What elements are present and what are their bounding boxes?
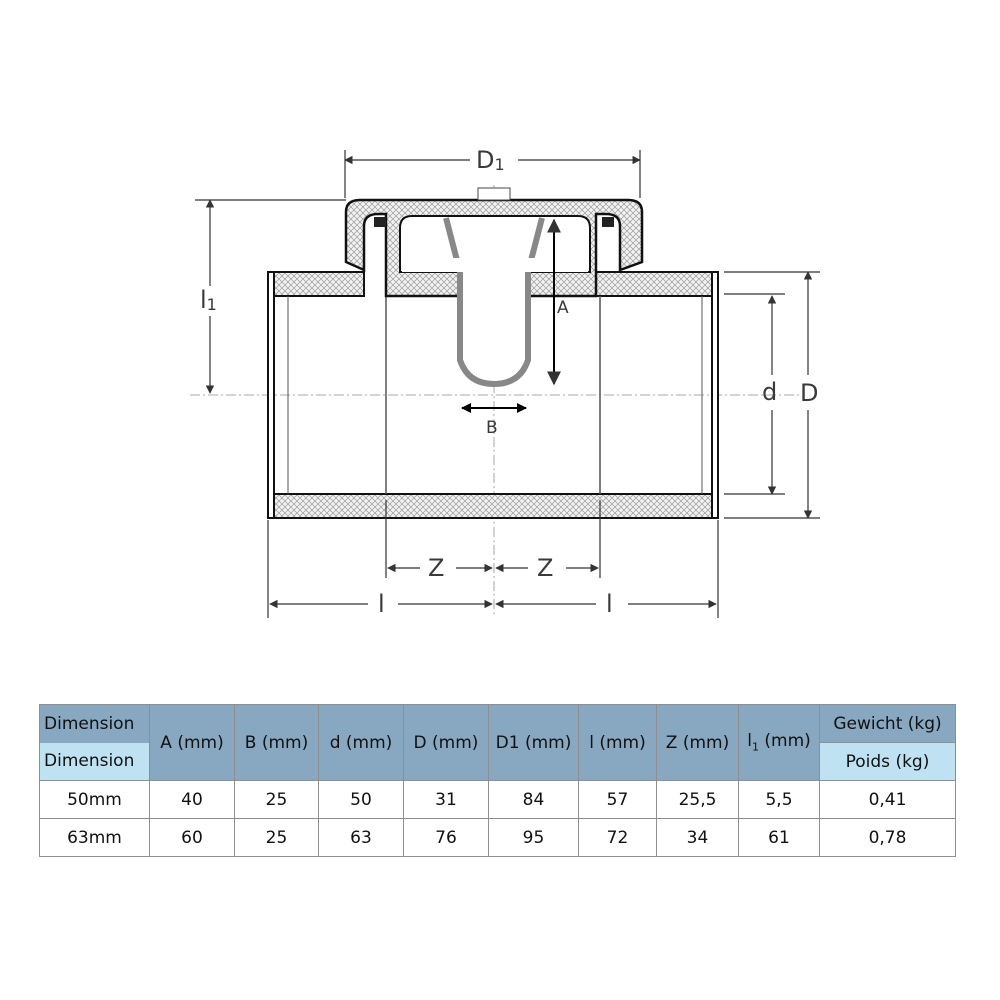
inner-dimensions [461, 218, 561, 413]
cell-dimension: 50mm [39, 780, 150, 819]
tee-body [267, 271, 719, 519]
table-row: 50mm 40 25 50 31 84 57 25,5 5,5 0,41 [39, 780, 956, 819]
label-d: d [762, 378, 777, 406]
drawing-labels: D1 l1 A B d D Z Z l l [200, 146, 818, 618]
cell-value: 25 [234, 780, 319, 819]
cell-value: 72 [578, 818, 657, 857]
table-row: 63mm 60 25 63 76 95 72 34 61 0,78 [39, 818, 956, 857]
header-l1: l1 (mm) [738, 704, 820, 781]
cell-value: 25,5 [656, 780, 739, 819]
insert-plug [402, 217, 588, 388]
dimension-lines [195, 150, 820, 618]
cell-value: 84 [488, 780, 579, 819]
cell-dimension: 63mm [39, 818, 150, 857]
header-B: B (mm) [234, 704, 319, 781]
header-weight-fr: Poids (kg) [819, 742, 956, 781]
header-D1: D1 (mm) [488, 704, 579, 781]
dimension-table: Dimension A (mm) B (mm) d (mm) D (mm) D1… [39, 704, 956, 857]
header-Z: Z (mm) [656, 704, 739, 781]
label-A: A [557, 298, 569, 318]
technical-drawing: D1 l1 A B d D Z Z l l [190, 146, 820, 618]
cell-value: 31 [403, 780, 489, 819]
label-Z-left: Z [428, 554, 444, 582]
label-D1: D1 [476, 146, 505, 174]
header-weight-de: Gewicht (kg) [819, 704, 956, 743]
header-d: d (mm) [318, 704, 404, 781]
header-A: A (mm) [149, 704, 235, 781]
cell-value: 40 [149, 780, 235, 819]
cell-value: 0,78 [819, 818, 956, 857]
center-lines [190, 185, 800, 615]
cell-value: 5,5 [738, 780, 820, 819]
cell-value: 50 [318, 780, 404, 819]
label-B: B [486, 418, 498, 438]
label-l-left: l [378, 590, 385, 618]
label-D: D [800, 379, 818, 407]
label-Z-right: Z [537, 554, 553, 582]
cell-value: 60 [149, 818, 235, 857]
label-l-right: l [606, 590, 613, 618]
header-dimension: Dimension [39, 704, 150, 743]
cell-value: 34 [656, 818, 739, 857]
header-D: D (mm) [403, 704, 489, 781]
cell-value: 95 [488, 818, 579, 857]
header-l: l (mm) [578, 704, 657, 781]
label-l1: l1 [200, 286, 217, 314]
cell-value: 25 [234, 818, 319, 857]
header-dimension-fr: Dimension [39, 742, 150, 781]
cell-value: 63 [318, 818, 404, 857]
cell-value: 76 [403, 818, 489, 857]
cell-value: 61 [738, 818, 820, 857]
cell-value: 0,41 [819, 780, 956, 819]
cell-value: 57 [578, 780, 657, 819]
